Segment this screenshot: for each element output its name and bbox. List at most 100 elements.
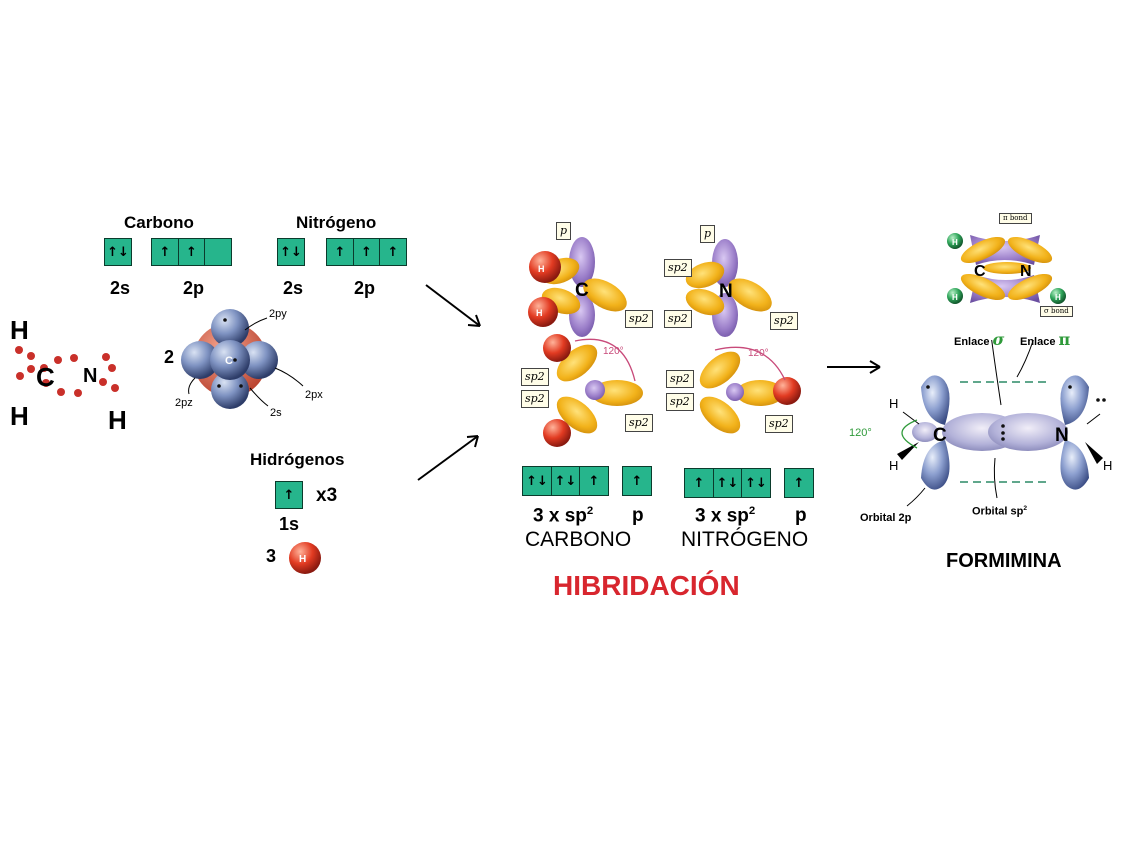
tag-sp2: sp2 [664,259,692,277]
lewis-n: N [83,365,97,387]
orbital-box: ↑↓ [550,466,581,496]
tag-sp2: sp2 [765,415,793,433]
tag-sp2: sp2 [666,370,694,388]
orbital-box: ↑↓ [277,238,305,266]
enlace-text: Enlace [954,336,990,348]
orbital-2p-label: Orbital 2p [860,512,912,524]
right-h-label: H [889,396,898,411]
mid-carbon-top: C [575,280,589,301]
orbital-box: ↑ [379,238,407,266]
orbital-text: Orbital sp [972,505,1024,518]
carbon-2p-boxes: ↑ ↑ [151,238,232,266]
hydrogen-1s-box: ↑ [275,481,303,509]
lewis-h-right: H [108,405,127,435]
label-2pz: 2pz [175,397,193,409]
nitrogen-trigonal-view: 120° [699,346,801,434]
right-c-label: C [933,425,947,446]
mid-nitrogen-top: N [719,281,733,302]
tag-sp2: sp2 [521,368,549,386]
formimina-title: FORMIMINA [946,550,1062,572]
lewis-h-top: H [10,315,29,345]
enlace-pi-label: Enlace π [1020,330,1070,349]
times-three: x3 [316,485,338,506]
carbon-trigonal-view: 120° [543,334,643,447]
hibridacion-title: HIBRIDACIÓN [553,570,740,601]
label-2py: 2py [269,308,287,320]
top-h-label: H [952,238,958,247]
caption-text: 3 x sp [695,505,749,527]
orbital-box: ↑ [151,238,179,266]
mid-h-label: H [536,308,543,318]
orbital-box: ↑↓ [712,468,743,498]
caption-superscript: 2 [586,505,594,517]
pi-bond-model: H H H C N [947,233,1066,304]
orbital-box: ↑ [579,466,609,496]
carbon-side-view: C H H [528,237,627,337]
lewis-c: C [36,362,55,392]
nitrogen-sp2-boxes: ↑ ↑↓ ↑↓ [684,468,771,498]
carbono-title: Carbono [124,213,194,232]
carbon-sp2-boxes: ↑↓ ↑↓ ↑ [522,466,609,496]
carbon-orbital-model: C 2py 2pz 2px 2s [175,308,323,419]
right-h-label: H [1103,458,1112,473]
arrow-to-formimina [827,360,881,374]
right-n-label: N [1055,425,1069,446]
tag-sp2: sp2 [521,390,549,408]
lewis-h-bottom: H [10,401,29,431]
carbon-2p-label: 2p [183,278,205,298]
orbital-count: 2 [164,347,175,367]
right-angle: 120° [849,427,872,439]
orbital-box: ↑ [784,468,814,498]
tag-sp2: sp2 [625,310,653,328]
nitrogen-2s-label: 2s [283,278,304,298]
top-c-label: C [974,263,986,280]
carbon-sp2-caption: 3 x sp2 [533,505,593,527]
tag-p: p [700,225,716,243]
sigma-bond-tag: σ bond [1040,306,1073,317]
orbital-box: ↑ [326,238,354,266]
hydrogen-count: 3 [266,546,277,566]
hydrogen-atom-label: H [299,554,306,565]
top-n-label: N [1020,263,1032,280]
orbital-atom-label: C [225,355,233,367]
tag-sp2: sp2 [664,310,692,328]
carbon-p-caption: p [632,505,644,526]
nitrogen-p-box: ↑ [784,468,814,498]
orbital-box: ↑↓ [522,466,552,496]
hybrid-orbital-diagrams: C H H N 120° 120° [528,237,801,447]
sigma-symbol: σ [992,330,1005,349]
nitrogen-2s-boxes: ↑↓ [277,238,305,266]
orbital-sp2-label: Orbital sp2 [972,505,1027,518]
enlace-sigma-label: Enlace σ [954,330,1004,349]
lewis-structure: H H C N H [10,315,127,435]
enlace-text: Enlace [1020,336,1056,348]
nitrogen-p-caption: p [795,505,807,526]
caption-text: 3 x sp [533,505,587,527]
carbono-caption: CARBONO [525,528,632,551]
nitrogen-2p-label: 2p [354,278,376,298]
nitrogeno-caption: NITRÓGENO [681,528,809,551]
arrows-to-hybridization [417,284,481,481]
orbital-box [204,238,232,266]
tag-sp2: sp2 [625,414,653,432]
top-h-label: H [1055,293,1061,302]
tag-sp2: sp2 [666,393,694,411]
orbital-box: ↑ [275,481,303,509]
hidrogenos-title: Hidrógenos [250,450,345,469]
tag-p: p [556,222,572,240]
nitrogen-sp2-caption: 3 x sp2 [695,505,755,527]
mid-angle-n: 120° [748,348,769,359]
label-2s: 2s [270,407,282,419]
mid-h-label: H [538,264,545,274]
nitrogen-2p-boxes: ↑ ↑ ↑ [326,238,407,266]
orbital-box: ↑↓ [741,468,771,498]
orbital-box: ↑ [684,468,714,498]
right-h-label: H [889,458,898,473]
orbital-box: ↑ [622,466,652,496]
orbital-box: ↑ [352,238,381,266]
orbital-box: ↑↓ [104,238,132,266]
carbon-p-box: ↑ [622,466,652,496]
hydrogen-1s-label: 1s [279,514,300,534]
top-h-label: H [952,293,958,302]
carbon-2s-label: 2s [110,278,131,298]
